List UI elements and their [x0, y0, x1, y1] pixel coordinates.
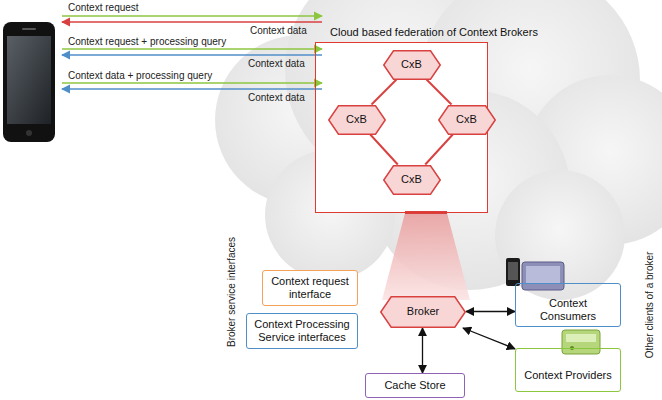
arrow-label: Context data — [248, 58, 305, 70]
zoom-funnel — [382, 213, 470, 300]
node-label: CxB — [401, 173, 422, 186]
hexagon-shape — [328, 105, 385, 134]
broker-link — [466, 311, 515, 312]
cloud — [215, 0, 662, 300]
side-caption: Other clients of a broker — [644, 252, 656, 359]
arrow-label: Context request — [68, 2, 139, 14]
client-box: Context Providers — [515, 348, 621, 392]
broker-hex: Broker — [380, 296, 466, 328]
federation-link — [425, 135, 453, 165]
request-arrows — [62, 16, 322, 89]
federation-box: Cloud based federation of Context Broker… — [315, 42, 488, 213]
arrow-label: Context data + processing query — [68, 70, 212, 82]
federation-link — [427, 80, 452, 105]
broker-link — [422, 328, 423, 373]
node-label: Cache Store — [384, 379, 445, 392]
node-label: Context Providers — [524, 369, 611, 382]
group-title: Cloud based federation of Context Broker… — [330, 26, 538, 39]
federation-link — [372, 80, 397, 105]
arrow-label: Context data — [250, 25, 307, 37]
context-broker: CxB — [328, 105, 386, 135]
arrow-label: Context request + processing query — [68, 36, 226, 48]
node-label: Context request interface — [267, 275, 353, 301]
context-broker: CxB — [383, 165, 441, 195]
client-box: Context Consumers — [515, 283, 621, 327]
federation-link — [370, 135, 398, 165]
node-label: CxB — [401, 58, 422, 71]
interface-box: Context request interface — [262, 270, 358, 306]
node-label: CxB — [346, 113, 367, 126]
hexagon-shape — [438, 105, 495, 134]
hexagon-shape — [381, 297, 466, 328]
hexagon-shape — [383, 50, 440, 79]
smartphone — [3, 22, 55, 142]
node-label: Context Processing Service interfaces — [251, 318, 353, 344]
store-box: Cache Store — [365, 373, 465, 398]
interface-box: Context Processing Service interfaces — [246, 313, 358, 349]
side-caption: Broker service interfaces — [226, 237, 238, 347]
node-label: Broker — [407, 305, 439, 318]
hexagon-shape — [383, 165, 440, 194]
broker-link — [463, 328, 515, 349]
context-broker: CxB — [383, 50, 441, 80]
provider-device-icon — [562, 330, 600, 354]
context-broker: CxB — [438, 105, 496, 135]
node-label: Context Consumers — [520, 297, 616, 323]
node-label: CxB — [456, 113, 477, 126]
arrow-label: Context data — [248, 92, 305, 104]
